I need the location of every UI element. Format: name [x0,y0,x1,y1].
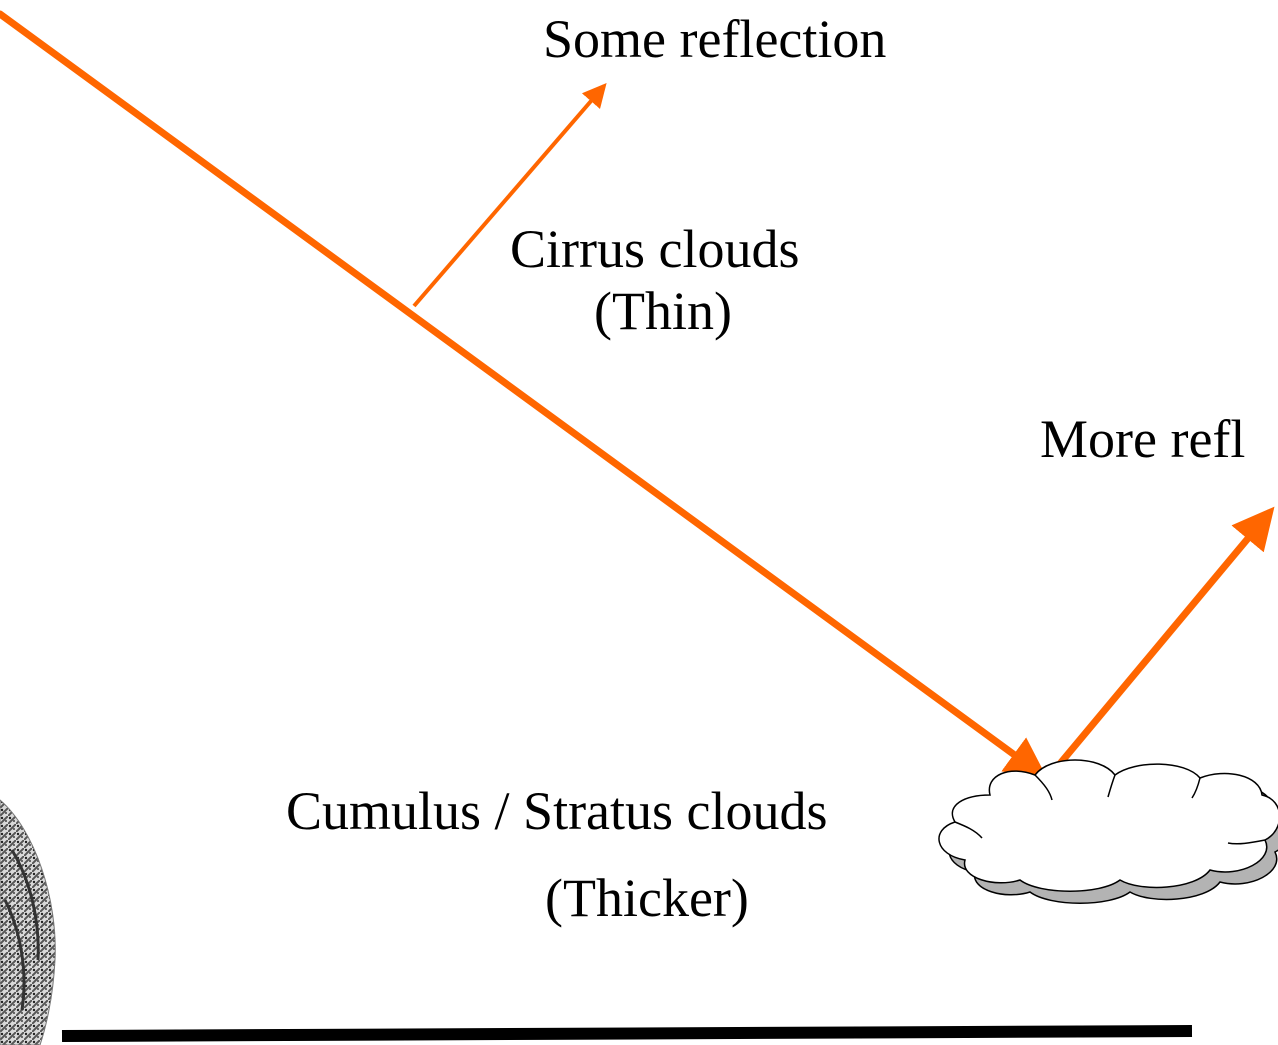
cloud-body [938,759,1278,892]
cirrus-clouds-label: Cirrus clouds [510,219,800,279]
planet-edge-image [0,799,56,1045]
some-reflection-label: Some reflection [543,9,887,69]
ground-line [61,1025,1193,1042]
cirrus-reflection-ray [412,82,607,308]
cumulus-stratus-clouds-label: Cumulus / Stratus clouds [286,781,828,841]
cumulus-thicker-label: (Thicker) [545,868,749,928]
cumulus-reflection-ray [1045,506,1275,781]
cloud-detail-lines [954,774,1266,845]
incoming-ray [0,10,1048,780]
cirrus-thin-label: (Thin) [594,281,732,341]
more-reflection-label: More refl [1040,409,1246,469]
cumulus-cloud-icon [938,759,1278,904]
